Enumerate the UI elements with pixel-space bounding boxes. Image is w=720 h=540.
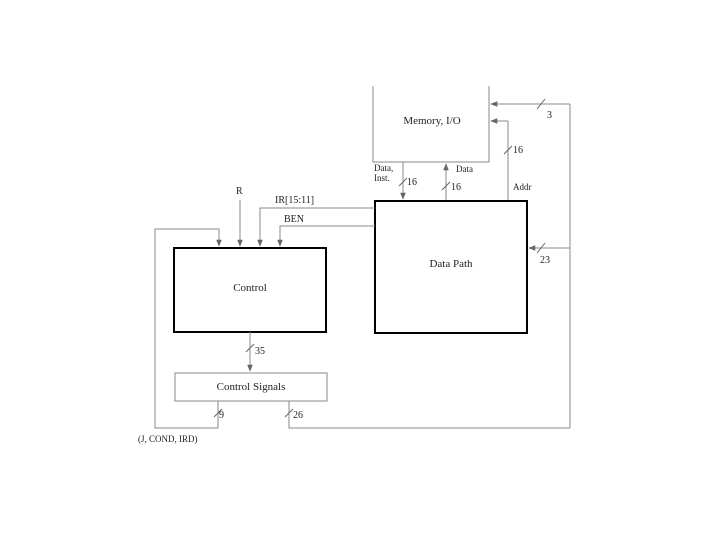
addr-width-label: 16 <box>513 145 523 156</box>
addr-label: Addr <box>513 182 532 192</box>
signals-width-tick <box>284 408 294 418</box>
data-inst-width-label: 16 <box>407 177 417 188</box>
data-inst-label-line2: Inst. <box>374 172 390 183</box>
data-label: Data <box>456 164 473 174</box>
control-label: Control <box>233 282 267 294</box>
feedback-width-label: 9 <box>219 410 224 421</box>
memory-io-label: Memory, I/O <box>403 115 461 127</box>
control-output-width-label: 35 <box>255 346 265 357</box>
data-inst-label-line1: Data, <box>374 163 394 173</box>
data-inst-tick <box>398 177 408 187</box>
datapath-label: Data Path <box>429 258 473 270</box>
control-signals-label: Control Signals <box>216 381 286 393</box>
memory-control-width-label: 3 <box>547 110 552 121</box>
memory-control-tick <box>536 98 546 110</box>
datapath-control-width-label: 23 <box>540 255 550 266</box>
data-width-label: 16 <box>451 182 461 193</box>
ben-wire <box>277 225 375 247</box>
ir-label: IR[15:11] <box>275 195 315 206</box>
data-tick <box>441 181 451 191</box>
signals-return-wire <box>288 401 570 429</box>
ben-label: BEN <box>284 214 304 225</box>
data-inst-label: Data, Inst. <box>374 163 394 184</box>
feedback-wire <box>154 228 222 429</box>
feedback-fields-label: (J, COND, IRD) <box>138 434 198 444</box>
memory-io-block <box>372 86 490 163</box>
ir-wire <box>257 207 375 247</box>
signals-width-label: 26 <box>293 410 303 421</box>
r-label: R <box>236 186 243 197</box>
control-signals-block <box>174 372 328 402</box>
addr-tick <box>503 145 513 155</box>
feedback-width-tick <box>213 408 223 418</box>
datapath-control-tick <box>536 242 546 254</box>
control-output-tick <box>245 343 255 353</box>
datapath-block <box>374 200 528 334</box>
